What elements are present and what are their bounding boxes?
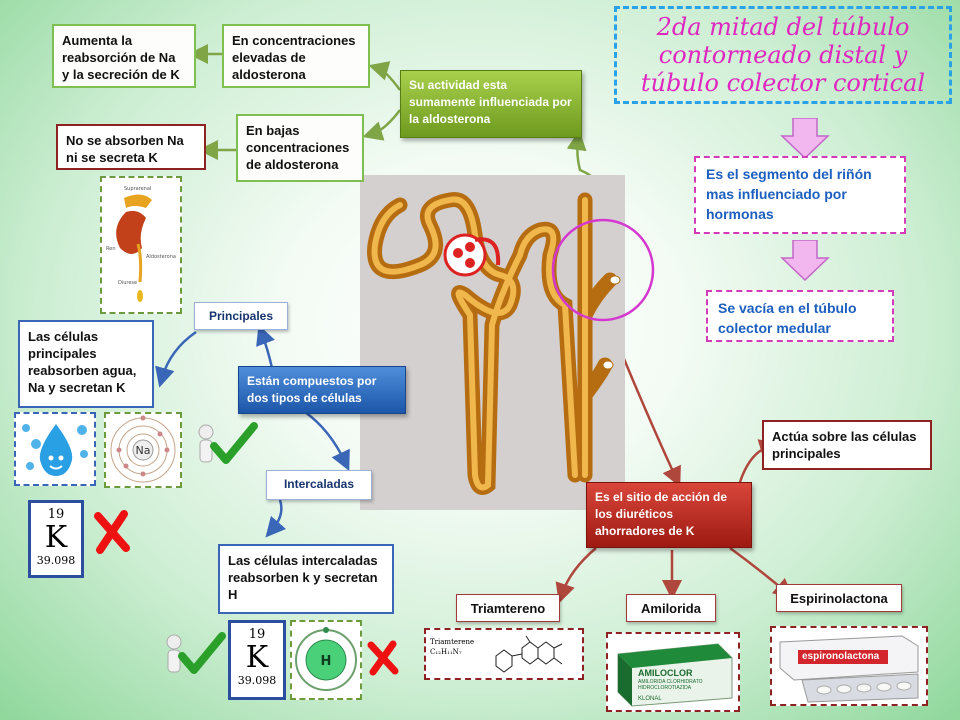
diuretics-site-node: Es el sitio de acción de los diuréticos … [586, 482, 752, 548]
down-arrow-icon [780, 118, 830, 160]
potassium-tile: 19 K 39.098 [228, 620, 286, 700]
intercaladas-node: Intercaladas [266, 470, 372, 500]
slide-title: 2da mitad del túbulo contorneado distal … [614, 6, 952, 104]
principal-cells-desc: Las células principales reabsorben agua,… [18, 320, 154, 408]
potassium-mass: 39.098 [237, 674, 277, 687]
cross-icon [367, 640, 399, 676]
high-aldosterone-box: En concentraciones elevadas de aldostero… [222, 24, 370, 88]
aldosterone-activity-node: Su actividad esta sumamente influenciada… [400, 70, 582, 138]
principales-node: Principales [194, 302, 288, 330]
nephron-icon [367, 192, 621, 495]
amiloride-box-image: AMILOCLOR AMILORIDA CLORHIDRATO HIDROCLO… [606, 632, 740, 712]
molecule-icon [495, 635, 563, 673]
amilo-subtitle: AMILORIDA CLORHIDRATO HIDROCLOROTIAZIDA [638, 679, 703, 691]
low-aldosterone-box: En bajas concentraciones de aldosterona [236, 114, 364, 182]
spiro-brand: espironolactona [802, 651, 880, 662]
amiloride-label: Amilorida [626, 594, 716, 622]
nephron-illustration [360, 175, 625, 510]
empties-box: Se vacía en el túbulo colector medular [706, 290, 894, 342]
cross-icon [94, 510, 130, 554]
adrenal-kidney-image: Suprarenal Ren Aldosterona Diurese [100, 176, 182, 314]
highlight-circle [551, 218, 655, 322]
acts-principal-box: Actúa sobre las células principales [762, 420, 932, 470]
potassium-mass: 39.098 [36, 554, 76, 567]
checkmark-icon [166, 632, 226, 674]
amilo-brand: AMILOCLOR [638, 668, 693, 678]
diuresis-label: Diurese [118, 280, 137, 286]
triamterene-label: Triamtereno [456, 594, 560, 622]
potassium-symbol: K [245, 640, 269, 675]
structure-name: Triamterene [430, 638, 475, 646]
structure-formula: C₁₂H₁₁N₇ [430, 648, 462, 656]
potassium-tile: 19 K 39.098 [28, 500, 84, 578]
hydrogen-symbol: H [321, 654, 332, 669]
potassium-number: 19 [47, 507, 65, 522]
water-drop-icon [22, 424, 88, 476]
potassium-symbol: K [44, 520, 68, 555]
sodium-symbol: Na [136, 444, 151, 457]
intercalated-cells-desc: Las células intercaladas reabsorben k y … [218, 544, 394, 614]
amilo-maker: KLONAL [638, 696, 662, 702]
kidney-label: Ren [106, 246, 116, 252]
spironolactone-label: Espirinolactona [776, 584, 902, 612]
triamterene-structure-image: Triamterene C₁₂H₁₁N₇ [424, 628, 584, 680]
down-arrow-icon [780, 240, 830, 282]
checkmark-icon [198, 422, 258, 464]
hydrogen-atom-image: H [290, 620, 362, 700]
spironolactone-box-image: espironolactona [770, 626, 928, 706]
adrenal-label: Suprarenal [124, 186, 151, 192]
high-effect-box: Aumenta la reabsorción de Na y la secrec… [52, 24, 196, 88]
potassium-number: 19 [248, 627, 266, 642]
aldosterone-label: Aldosterona [146, 254, 176, 260]
water-drops-image [14, 412, 96, 486]
segment-box: Es el segmento del riñón mas influenciad… [694, 156, 906, 234]
low-effect-box: No se absorben Na ni se secreta K [56, 124, 206, 170]
cell-types-node: Están compuestos por dos tipos de célula… [238, 366, 406, 414]
sodium-atom-image: Na [104, 412, 182, 488]
